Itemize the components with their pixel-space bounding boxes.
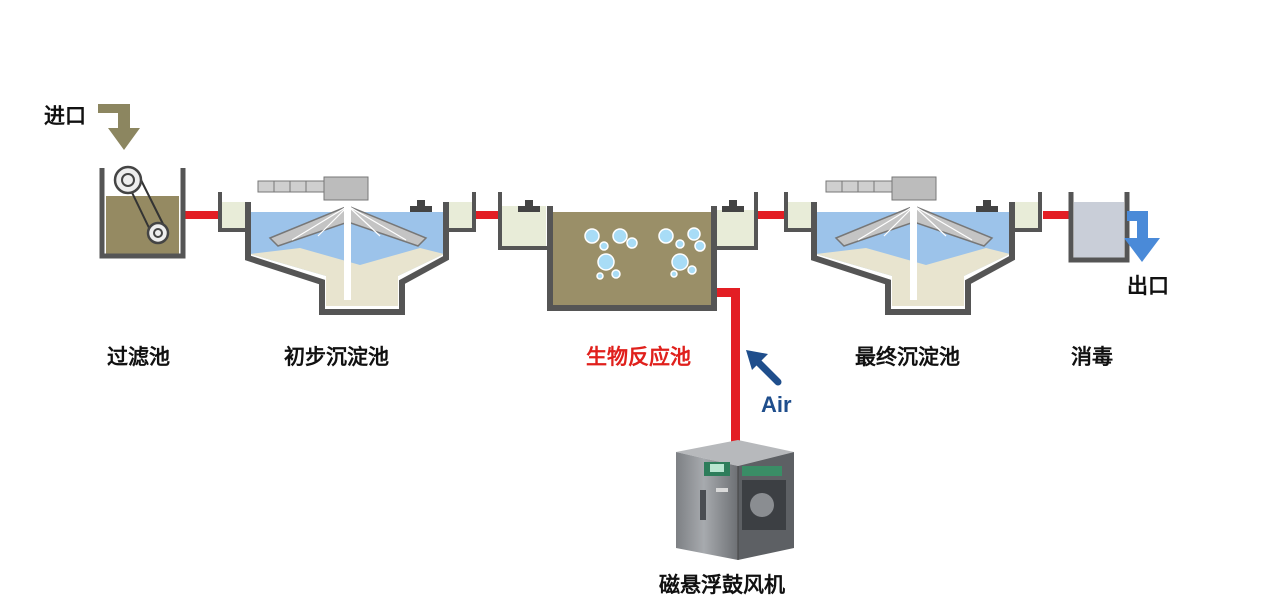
disinfection-tank — [1068, 192, 1130, 263]
final-clarifier-label: 最终沉淀池 — [855, 345, 960, 369]
inlet-label: 进口 — [44, 104, 86, 128]
pipe-filter-to-primary — [185, 211, 221, 219]
air-bubbles — [584, 227, 706, 280]
diagonal-arrow-icon — [746, 350, 782, 386]
outlet-label: 出口 — [1127, 274, 1169, 298]
pipe-bio-to-final — [758, 211, 786, 219]
primary-clarifier-label: 初步沉淀池 — [284, 345, 389, 369]
final-clarifier — [784, 176, 1042, 315]
air-label: Air — [761, 392, 792, 417]
down-arrow-icon — [98, 104, 140, 150]
primary-clarifier — [218, 176, 476, 315]
disinfection-label: 消毒 — [1071, 345, 1113, 369]
bio-reactor-label: 生物反应池 — [586, 345, 691, 369]
filter-tank — [99, 165, 186, 259]
blower-machine-icon — [676, 440, 794, 560]
pipe-primary-to-bio — [472, 211, 500, 219]
down-arrow-icon — [1124, 211, 1160, 262]
blower-label: 磁悬浮鼓风机 — [659, 573, 785, 597]
air-pipe-vertical — [731, 290, 740, 450]
filter-tank-label: 过滤池 — [107, 345, 170, 369]
bio-reactor — [498, 192, 758, 311]
pipe-final-to-disinfection — [1043, 211, 1071, 219]
